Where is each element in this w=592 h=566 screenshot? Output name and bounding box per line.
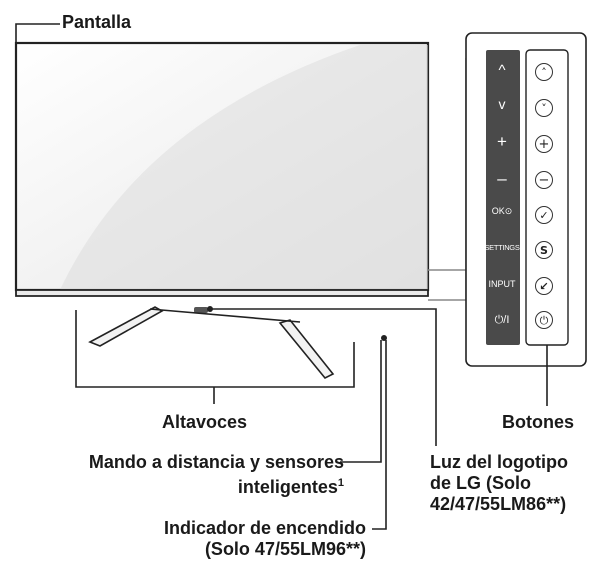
remote-sensors-label: Mando a distancia y sensores inteligente… (89, 452, 344, 498)
key-up[interactable]: ^ (498, 62, 506, 79)
remote-label-line1: Mando a distancia y sensores (88, 452, 344, 472)
remote-label-line2: inteligentes (237, 477, 338, 497)
key-down[interactable]: v (498, 96, 506, 112)
lg-logo-mark (194, 307, 208, 313)
key-volume-up[interactable]: + (497, 132, 507, 151)
logo-label-line3: 42/47/55LM86**) (430, 494, 567, 514)
speakers-bracket (75, 310, 355, 388)
key-input[interactable]: INPUT (488, 279, 516, 289)
check-icon[interactable]: ✓ (535, 206, 553, 224)
chevron-down-icon[interactable]: ˅ (535, 99, 553, 117)
power-indicator-label: Indicador de encendido (Solo 47/55LM96**… (164, 518, 366, 560)
screen-glare (60, 45, 428, 290)
power-icon[interactable]: ⏻ (535, 311, 553, 329)
remote-label-footnote: 1 (337, 477, 344, 489)
logo-label-line2: de LG (Solo (430, 473, 531, 493)
remote-label-line2-wrap: inteligentes1 (89, 473, 344, 498)
logo-pointer-line (212, 308, 437, 446)
key-power[interactable]: ⏻/I (494, 314, 510, 326)
screen-pointer-line (15, 23, 60, 52)
panel-callout-lines (428, 58, 467, 301)
logo-light-dot (207, 306, 213, 312)
speakers-label: Altavoces (162, 412, 248, 432)
key-volume-down[interactable]: – (497, 169, 507, 188)
settings-s-icon[interactable]: S (535, 241, 553, 259)
tv-stand (88, 306, 335, 380)
input-arrow-icon[interactable]: ↙ (535, 277, 553, 295)
buttons-label: Botones (502, 412, 574, 432)
key-strip (486, 50, 520, 345)
tv-bezel-bottom (15, 289, 429, 297)
key-ok[interactable]: OK⊙ (491, 206, 513, 216)
chevron-up-icon[interactable]: ˄ (535, 63, 553, 81)
logo-label-line1: Luz del logotipo (430, 452, 568, 472)
remote-pointer-line (340, 340, 382, 463)
logo-light-label: Luz del logotipo de LG (Solo 42/47/55LM8… (430, 452, 568, 515)
touch-strip (525, 49, 569, 346)
screen-label: Pantalla (62, 12, 132, 32)
power-label-line1: Indicador de encendido (163, 518, 366, 538)
minus-icon[interactable]: − (535, 171, 553, 189)
plus-icon[interactable]: + (535, 135, 553, 153)
power-indicator-dot (381, 335, 387, 341)
power-label-line2: (Solo 47/55LM96**) (204, 539, 366, 559)
power-pointer-line (372, 340, 387, 530)
key-settings[interactable]: SETTINGS (484, 243, 520, 252)
